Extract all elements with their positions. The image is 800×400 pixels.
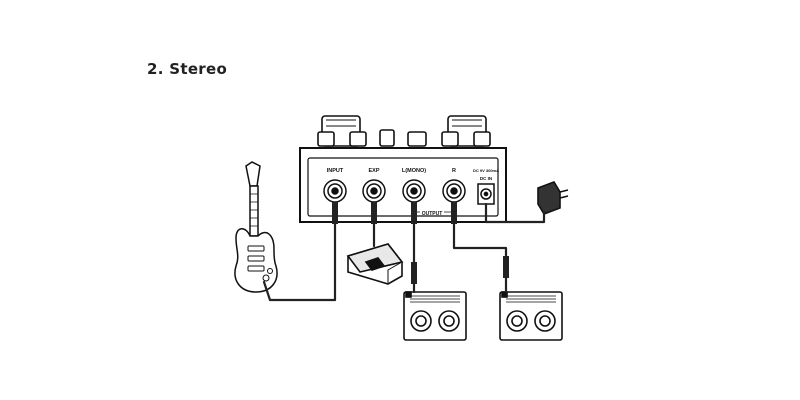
electric-guitar: [234, 161, 278, 293]
right-jack-label: R: [452, 168, 456, 174]
input-jack-label: INPUT: [327, 168, 344, 174]
knob-right: [441, 131, 491, 147]
output-label: OUTPUT: [422, 211, 443, 217]
amplifier-left: [403, 291, 467, 341]
cable-right-output-to-amp: [452, 222, 508, 294]
selector-knob: [407, 131, 427, 147]
center-knob: [379, 129, 395, 147]
expression-pedal: [346, 243, 404, 285]
knob-left: [317, 131, 367, 147]
dc-in-label: DC IN: [480, 176, 492, 181]
guitar-neck: [249, 185, 259, 237]
cable-guitar-to-input: [262, 222, 337, 302]
guitar-headstock: [245, 161, 261, 187]
power-spec-label: DC 9V 300mA: [473, 168, 499, 173]
exp-jack: [362, 179, 386, 203]
left-mono-jack: [402, 179, 426, 203]
input-jack: [323, 179, 347, 203]
exp-jack-label: EXP: [368, 168, 379, 174]
right-jack: [442, 179, 466, 203]
cable-dc-power: [484, 202, 546, 224]
amplifier-right: [499, 291, 563, 341]
left-mono-jack-label: L(MONO): [402, 168, 426, 174]
power-adapter: [537, 181, 569, 215]
dc-in-jack: [477, 183, 495, 205]
section-title: 2. Stereo: [147, 60, 228, 78]
